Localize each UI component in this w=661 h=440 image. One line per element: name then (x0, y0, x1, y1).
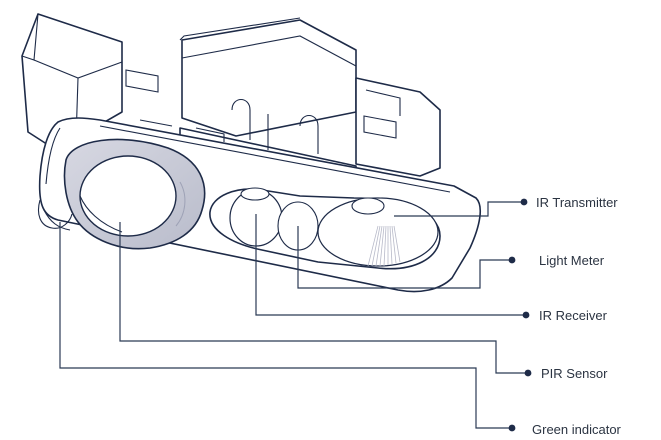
label-ir-receiver: IR Receiver (539, 308, 608, 323)
pir-sensor (63, 138, 206, 250)
device-housing (21, 13, 441, 177)
labels: IR Transmitter Light Meter IR Receiver P… (532, 195, 622, 437)
leader-lines (59, 198, 532, 432)
label-ir-transmitter: IR Transmitter (536, 195, 618, 210)
leader-dot-pir-sensor (524, 369, 532, 377)
leader-dot-light-meter (508, 256, 516, 264)
label-light-meter: Light Meter (539, 253, 605, 268)
label-green-indicator: Green indicator (532, 422, 622, 437)
leader-dot-green-indicator (508, 424, 516, 432)
leader-pir-sensor (119, 222, 528, 374)
leader-ir-receiver (255, 214, 526, 316)
leader-dot-ir-transmitter (520, 198, 528, 206)
leader-dot-ir-receiver (522, 311, 530, 319)
leader-ir-transmitter (394, 201, 524, 217)
leader-green-indicator (59, 222, 512, 429)
label-pir-sensor: PIR Sensor (541, 366, 608, 381)
leader-light-meter (297, 226, 512, 289)
